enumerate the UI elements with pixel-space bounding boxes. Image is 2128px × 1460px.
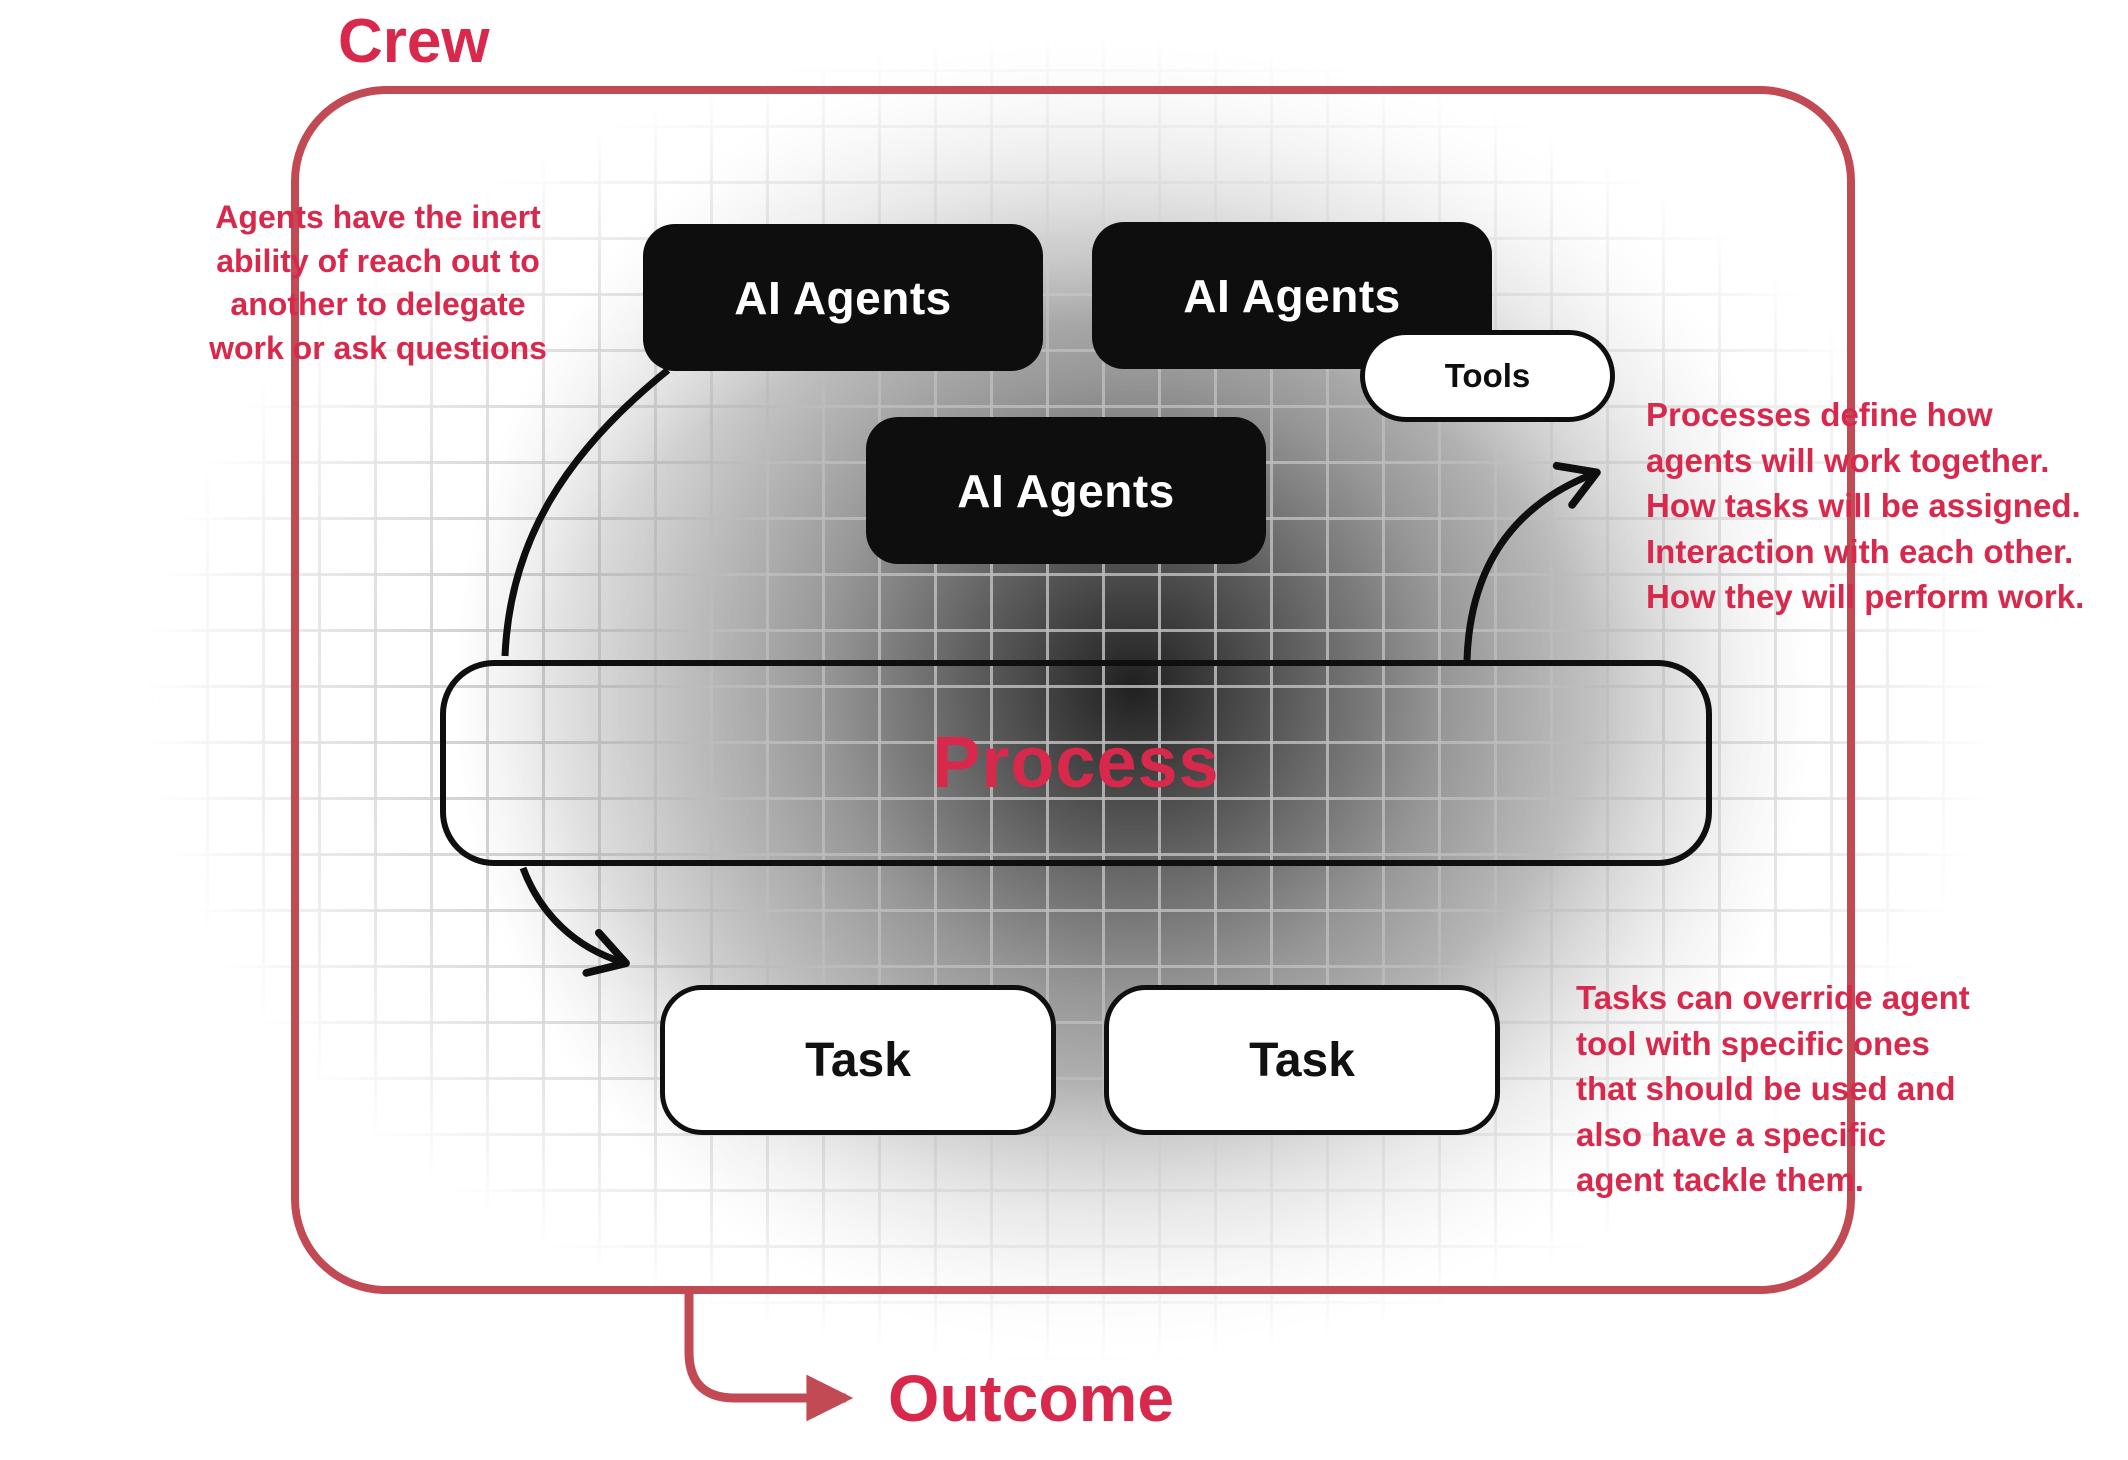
outcome-label: Outcome <box>888 1361 1175 1435</box>
task-label: Task <box>805 1033 911 1087</box>
crew-boundary-border <box>291 86 1855 1294</box>
process-label: Process <box>932 723 1220 803</box>
ai-agents-label: AI Agents <box>957 464 1175 517</box>
ai-agents-node-3: AI Agents <box>866 417 1266 564</box>
crew-title: Crew <box>338 7 490 76</box>
tools-badge: Tools <box>1360 330 1615 422</box>
task-node-2: Task <box>1104 985 1500 1135</box>
annotation-processes-define: Processes define how agents will work to… <box>1646 396 2085 616</box>
ai-agents-node-1: AI Agents <box>643 224 1043 371</box>
ai-agents-label: AI Agents <box>1183 269 1401 322</box>
tools-label: Tools <box>1444 357 1531 394</box>
task-node-1: Task <box>660 985 1056 1135</box>
ai-agents-label: AI Agents <box>734 271 952 324</box>
process-node: Process <box>440 660 1712 866</box>
annotation-agents-delegate: Agents have the inert ability of reach o… <box>209 199 547 366</box>
task-label: Task <box>1249 1033 1355 1087</box>
annotation-tasks-override: Tasks can override agent tool with speci… <box>1576 979 1970 1199</box>
